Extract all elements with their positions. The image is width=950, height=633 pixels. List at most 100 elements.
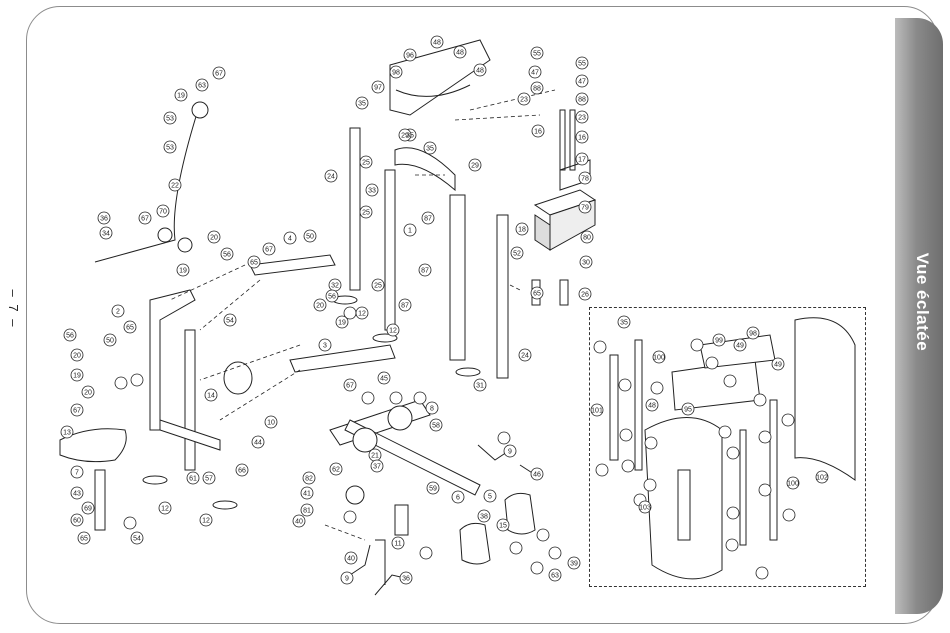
callout: 39 bbox=[570, 561, 578, 568]
callout: 15 bbox=[499, 523, 507, 530]
callout: 48 bbox=[476, 68, 484, 75]
callout: 44 bbox=[254, 440, 262, 447]
callout: 62 bbox=[332, 467, 340, 474]
callout: 88 bbox=[533, 86, 541, 93]
callout: 49 bbox=[774, 362, 782, 369]
callout: 57 bbox=[205, 476, 213, 483]
callout: 4 bbox=[288, 236, 292, 243]
callout: 12 bbox=[202, 518, 210, 525]
callout: 17 bbox=[578, 157, 586, 164]
callout: 55 bbox=[533, 51, 541, 58]
callout: 13 bbox=[63, 430, 71, 437]
callout: 63 bbox=[551, 573, 559, 580]
callout: 78 bbox=[581, 176, 589, 183]
callout: 23 bbox=[520, 97, 528, 104]
callout: 103 bbox=[639, 505, 651, 512]
callout: 56 bbox=[328, 294, 336, 301]
callout: 14 bbox=[207, 393, 215, 400]
callout: 87 bbox=[421, 268, 429, 275]
callout: 9 bbox=[508, 449, 512, 456]
callout: 12 bbox=[161, 506, 169, 513]
callout: 48 bbox=[456, 50, 464, 57]
callout: 38 bbox=[480, 514, 488, 521]
callout: 19 bbox=[179, 268, 187, 275]
callout: 9 bbox=[345, 576, 349, 583]
callout: 37 bbox=[373, 464, 381, 471]
callout: 46 bbox=[533, 472, 541, 479]
callout: 35 bbox=[406, 133, 414, 140]
callout: 65 bbox=[250, 260, 258, 267]
callout: 50 bbox=[106, 338, 114, 345]
callout: 55 bbox=[578, 61, 586, 68]
callout: 41 bbox=[303, 491, 311, 498]
callout: 100 bbox=[653, 355, 665, 362]
callout: 67 bbox=[73, 408, 81, 415]
callout: 35 bbox=[620, 320, 628, 327]
callout: 36 bbox=[100, 216, 108, 223]
callout: 52 bbox=[513, 251, 521, 258]
callout: 40 bbox=[295, 519, 303, 526]
callout: 18 bbox=[518, 227, 526, 234]
callout: 43 bbox=[73, 491, 81, 498]
callout: 70 bbox=[159, 209, 167, 216]
callout: 19 bbox=[338, 320, 346, 327]
callout: 54 bbox=[133, 536, 141, 543]
callout: 80 bbox=[583, 235, 591, 242]
callout: 26 bbox=[581, 292, 589, 299]
callout: 97 bbox=[374, 85, 382, 92]
callout: 65 bbox=[533, 291, 541, 298]
callout: 56 bbox=[66, 333, 74, 340]
callout: 35 bbox=[426, 146, 434, 153]
callout: 36 bbox=[402, 576, 410, 583]
callout: 40 bbox=[347, 556, 355, 563]
callout: 24 bbox=[521, 353, 529, 360]
callout: 67 bbox=[265, 247, 273, 254]
callout: 59 bbox=[429, 486, 437, 493]
callout: 33 bbox=[368, 188, 376, 195]
callout: 100 bbox=[787, 481, 799, 488]
callout: 5 bbox=[488, 494, 492, 501]
callout: 16 bbox=[578, 135, 586, 142]
callout: 69 bbox=[84, 506, 92, 513]
callout: 12 bbox=[358, 311, 366, 318]
callout: 16 bbox=[534, 129, 542, 136]
callout: 20 bbox=[210, 235, 218, 242]
callout: 54 bbox=[226, 318, 234, 325]
callout: 10 bbox=[267, 420, 275, 427]
callout: 50 bbox=[306, 234, 314, 241]
callout: 49 bbox=[736, 343, 744, 350]
callout: 20 bbox=[316, 303, 324, 310]
callout: 81 bbox=[303, 508, 311, 515]
callout: 87 bbox=[401, 303, 409, 310]
callout: 47 bbox=[531, 70, 539, 77]
callout: 6 bbox=[456, 495, 460, 502]
callout: 32 bbox=[331, 283, 339, 290]
callout: 56 bbox=[223, 252, 231, 259]
callout: 25 bbox=[374, 283, 382, 290]
callout: 67 bbox=[346, 383, 354, 390]
callout: 22 bbox=[171, 183, 179, 190]
callout: 87 bbox=[424, 216, 432, 223]
callout: 99 bbox=[715, 338, 723, 345]
callout: 34 bbox=[102, 231, 110, 238]
callout: 25 bbox=[362, 160, 370, 167]
callout: 31 bbox=[476, 383, 484, 390]
callout: 3 bbox=[323, 343, 327, 350]
callout: 30 bbox=[582, 260, 590, 267]
callout: 7 bbox=[75, 470, 79, 477]
callout: 63 bbox=[198, 83, 206, 90]
callout: 60 bbox=[73, 518, 81, 525]
callout: 88 bbox=[578, 97, 586, 104]
callout: 2 bbox=[116, 309, 120, 316]
callout: 21 bbox=[371, 453, 379, 460]
callout: 45 bbox=[380, 376, 388, 383]
callout: 98 bbox=[392, 70, 400, 77]
callout: 11 bbox=[394, 541, 401, 548]
callout: 66 bbox=[238, 468, 246, 475]
callout: 102 bbox=[816, 475, 828, 482]
callout: 19 bbox=[73, 373, 81, 380]
callout: 98 bbox=[749, 331, 757, 338]
callout: 48 bbox=[648, 403, 656, 410]
callout: 8 bbox=[430, 406, 434, 413]
